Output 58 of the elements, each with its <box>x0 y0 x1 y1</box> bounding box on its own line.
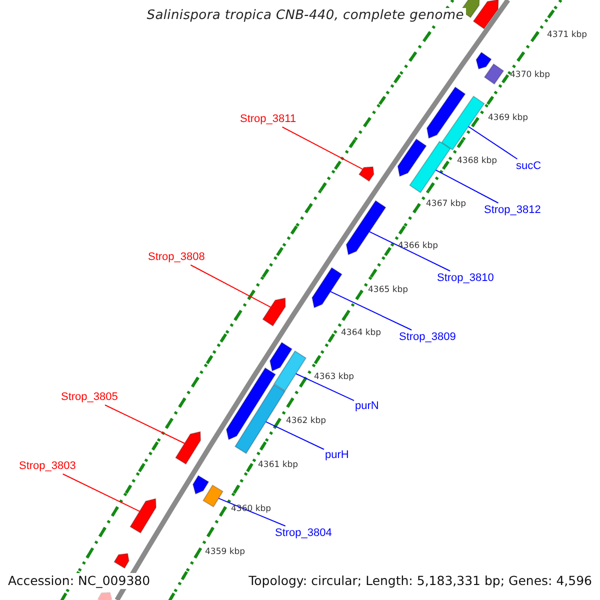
leader-line <box>104 404 186 444</box>
gene-feature <box>397 138 427 177</box>
gene-label: purN <box>355 400 379 413</box>
leader-line <box>62 474 140 512</box>
gene-block <box>202 484 224 508</box>
scale-label: 4369 kbp <box>488 113 528 124</box>
gene-label: purH <box>325 449 349 462</box>
gene-label: Strop_3805 <box>61 391 118 404</box>
gene-feature <box>226 367 276 440</box>
gene-feature <box>426 86 466 139</box>
gene-feature <box>114 553 130 569</box>
scale-label: 4362 kbp <box>286 416 326 427</box>
gene-feature <box>174 431 202 465</box>
gene-feature <box>262 297 286 327</box>
gene-feature <box>472 0 499 30</box>
gene-label: Strop_3811 <box>240 113 296 126</box>
gene-feature <box>269 342 293 372</box>
gene-label: Strop_3809 <box>399 331 456 344</box>
scale-label: 4359 kbp <box>205 547 246 558</box>
leader-line <box>330 291 412 330</box>
scale-label: 4364 kbp <box>341 328 382 339</box>
gene-block <box>234 384 286 454</box>
gene-block <box>441 96 485 150</box>
scale-label: 4365 kbp <box>368 285 408 296</box>
leader-line <box>265 421 324 450</box>
gene-label: sucC <box>516 160 542 173</box>
scale-label: 4371 kbp <box>547 30 588 41</box>
gene-feature <box>312 267 342 308</box>
gene-block <box>409 140 451 194</box>
genome-summary: Topology: circular; Length: 5,183,331 bp; Genes: 4,596 <box>248 573 592 589</box>
leader-line <box>368 231 451 272</box>
leader-line <box>295 373 354 402</box>
leader-line <box>282 126 364 170</box>
leader-line <box>435 170 499 204</box>
gene-feature <box>358 166 374 182</box>
gene-label: Strop_3812 <box>484 204 541 217</box>
gene-label: Strop_3808 <box>148 251 205 264</box>
gene-feature <box>346 200 386 256</box>
gene-feature <box>97 592 112 600</box>
scale-label: 4361 kbp <box>258 460 298 471</box>
scale-label: 4368 kbp <box>457 156 498 167</box>
scale-label: 4367 kbp <box>426 199 466 210</box>
leader-line <box>218 498 286 526</box>
accession-label: Accession: NC_009380 <box>8 573 150 589</box>
scale-label: 4366 kbp <box>398 241 438 252</box>
gene-feature <box>476 52 492 70</box>
gene-label: Strop_3810 <box>437 272 494 285</box>
gene-label: Strop_3804 <box>275 527 332 540</box>
gene-feature <box>130 498 156 534</box>
scale-label: 4363 kbp <box>314 372 354 383</box>
gene-label: Strop_3803 <box>19 460 76 473</box>
scale-label: 4370 kbp <box>510 70 550 81</box>
gene-block <box>484 63 504 85</box>
diagram-title: Salinispora tropica CNB-440, complete genome <box>144 8 466 23</box>
gene-feature <box>192 474 210 495</box>
leader-line <box>468 126 518 160</box>
leader-line <box>190 264 272 308</box>
gene-block <box>273 350 307 392</box>
